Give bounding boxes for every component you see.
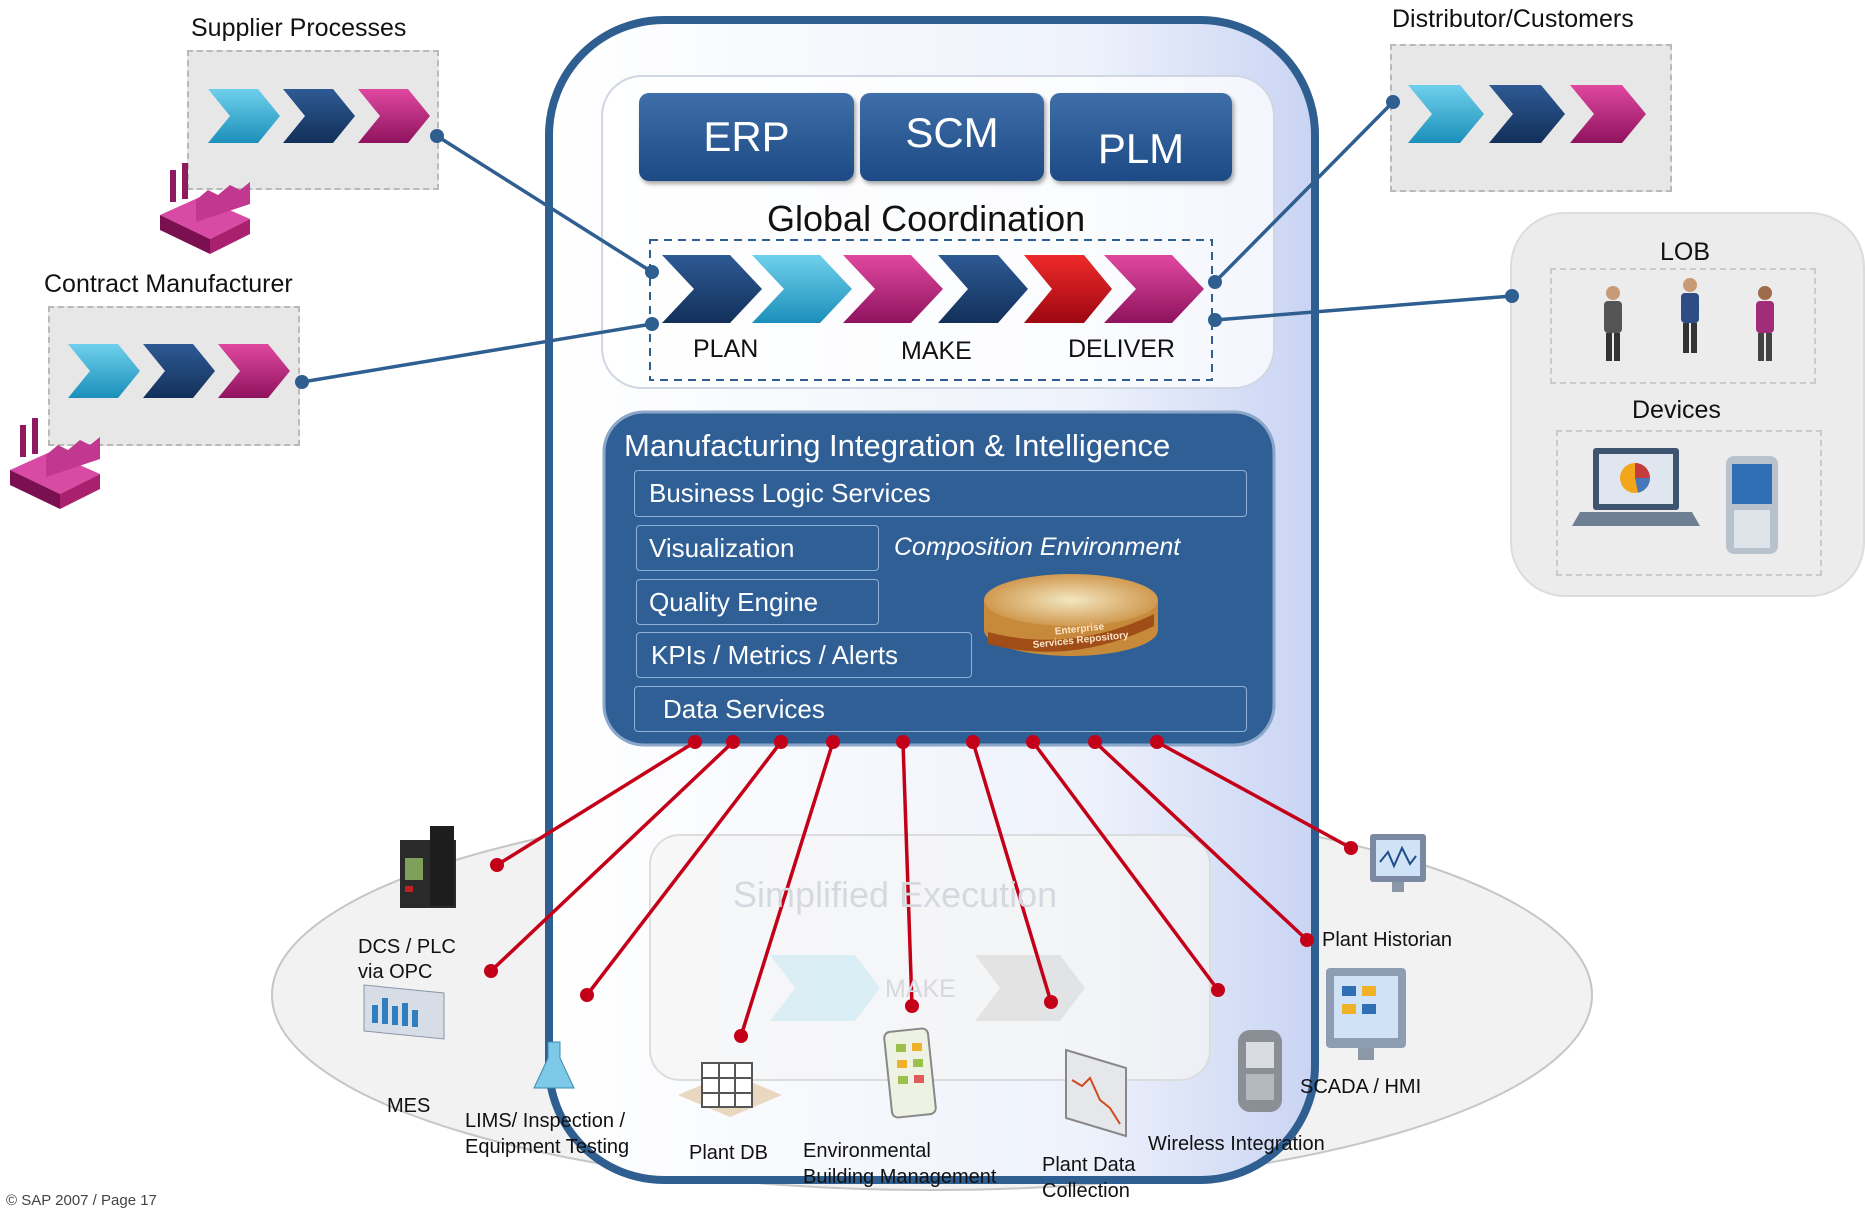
simplified-execution-title: Simplified Execution — [733, 874, 1058, 915]
blue-connector-dots — [295, 95, 1519, 389]
environmental-panel-icon — [883, 1027, 937, 1119]
global-chevrons — [662, 255, 1204, 323]
chevron-cyan-icon — [752, 255, 852, 323]
visualization-service: Visualization — [636, 525, 879, 571]
mes-chart-icon — [363, 984, 445, 1040]
scada-hmi-monitor-icon — [1326, 968, 1406, 1060]
plant-db-grid-icon — [678, 1062, 782, 1117]
supplier-factory-icon — [160, 163, 250, 254]
plant-historian-monitor-icon — [1370, 834, 1426, 892]
handheld-scanner-icon — [1238, 1030, 1282, 1112]
environmental-label-line1: Environmental — [803, 1140, 931, 1162]
chevron-cyan-icon — [1408, 85, 1484, 143]
lab-flask-icon — [533, 1041, 575, 1089]
kpis-metrics-alerts-service: KPIs / Metrics / Alerts — [636, 632, 972, 678]
contract-title: Contract Manufacturer — [44, 270, 293, 298]
chevron-magenta-icon — [218, 344, 290, 398]
quality-engine-service: Quality Engine — [636, 579, 879, 625]
supplier-title: Supplier Processes — [191, 14, 407, 42]
lims-label-line2: Equipment Testing — [465, 1136, 630, 1158]
chevron-magenta-icon — [843, 255, 943, 323]
distributor-connector — [1213, 100, 1395, 284]
chevron-navy-icon — [283, 89, 355, 143]
composition-environment-label: Composition Environment — [894, 533, 1181, 561]
chevron-navy-icon — [1489, 85, 1565, 143]
erp-button[interactable]: ERP — [639, 93, 854, 181]
chevron-magenta-icon — [1104, 255, 1204, 323]
dcs-plc-icon — [400, 826, 456, 908]
dcs-plc-label-line1: DCS / PLC — [358, 936, 456, 958]
dcs-plc-label: DCS / PLC via OPC — [358, 935, 456, 985]
distributor-chevrons — [1408, 85, 1646, 143]
smartphone-icon — [1726, 456, 1778, 554]
plant-db-label: Plant DB — [689, 1142, 768, 1164]
chevron-navy-icon — [938, 255, 1028, 323]
environmental-label-line2: Building Management — [803, 1166, 997, 1188]
repository-disk-icon — [984, 574, 1158, 656]
chevron-magenta-icon — [1570, 85, 1646, 143]
chevron-cyan-icon — [208, 89, 280, 143]
global-coordination-title: Global Coordination — [767, 198, 1086, 239]
plant-data-chart-icon — [1065, 1048, 1127, 1138]
environmental-label: Environmental Building Management — [803, 1138, 996, 1190]
plant-data-collection-label-line2: Collection — [1042, 1180, 1130, 1202]
person-icon — [1604, 286, 1622, 361]
chevron-red-icon — [1024, 255, 1112, 323]
distributor-title: Distributor/Customers — [1392, 5, 1634, 33]
plant-data-collection-label-line1: Plant Data — [1042, 1154, 1136, 1176]
chevron-magenta-icon — [358, 89, 430, 143]
person-icon — [1681, 278, 1699, 353]
contract-chevrons — [68, 344, 290, 398]
phase-plan-label: PLAN — [693, 335, 759, 363]
supplier-connector — [436, 134, 653, 274]
execution-chevron-1 — [770, 955, 880, 1021]
lob-people-box — [1550, 268, 1816, 384]
phase-make-label: MAKE — [901, 337, 972, 365]
mes-label: MES — [387, 1095, 431, 1117]
mii-panel — [602, 410, 1276, 747]
contract-connector — [301, 322, 653, 384]
devices-box — [1556, 430, 1822, 576]
execution-make-label: MAKE — [885, 975, 956, 1003]
chevron-navy-icon — [662, 255, 762, 323]
person-icon — [1756, 286, 1774, 361]
red-connectors — [489, 740, 1352, 1037]
plm-button[interactable]: PLM — [1050, 93, 1232, 181]
footer-copyright: © SAP 2007 / Page 17 — [6, 1192, 157, 1209]
business-logic-services: Business Logic Services — [634, 470, 1247, 517]
lob-title: LOB — [1660, 238, 1711, 266]
lims-label: LIMS/ Inspection / Equipment Testing — [465, 1108, 629, 1160]
lims-label-line1: LIMS/ Inspection / — [465, 1110, 626, 1132]
plant-data-collection-label: Plant Data Collection — [1042, 1152, 1135, 1204]
mii-title: Manufacturing Integration & Intelligence — [624, 428, 1171, 463]
lob-connector — [1214, 294, 1513, 322]
global-coordination-box — [649, 239, 1213, 381]
phase-deliver-label: DELIVER — [1068, 335, 1175, 363]
chevron-navy-icon — [143, 344, 215, 398]
dcs-plc-label-line2: via OPC — [358, 961, 433, 983]
data-services: Data Services — [634, 686, 1247, 732]
contract-factory-icon — [10, 418, 100, 509]
scada-hmi-label: SCADA / HMI — [1300, 1076, 1422, 1098]
supplier-chevrons — [208, 89, 430, 143]
devices-title: Devices — [1632, 396, 1721, 424]
lob-panel — [1510, 212, 1865, 597]
plant-historian-label: Plant Historian — [1322, 929, 1453, 951]
chevron-cyan-icon — [68, 344, 140, 398]
red-connector-dots — [484, 735, 1358, 1043]
wireless-integration-label: Wireless Integration — [1148, 1133, 1325, 1155]
scm-button[interactable]: SCM — [860, 93, 1044, 181]
blue-connectors — [301, 100, 1513, 384]
laptop-icon — [1572, 448, 1700, 526]
